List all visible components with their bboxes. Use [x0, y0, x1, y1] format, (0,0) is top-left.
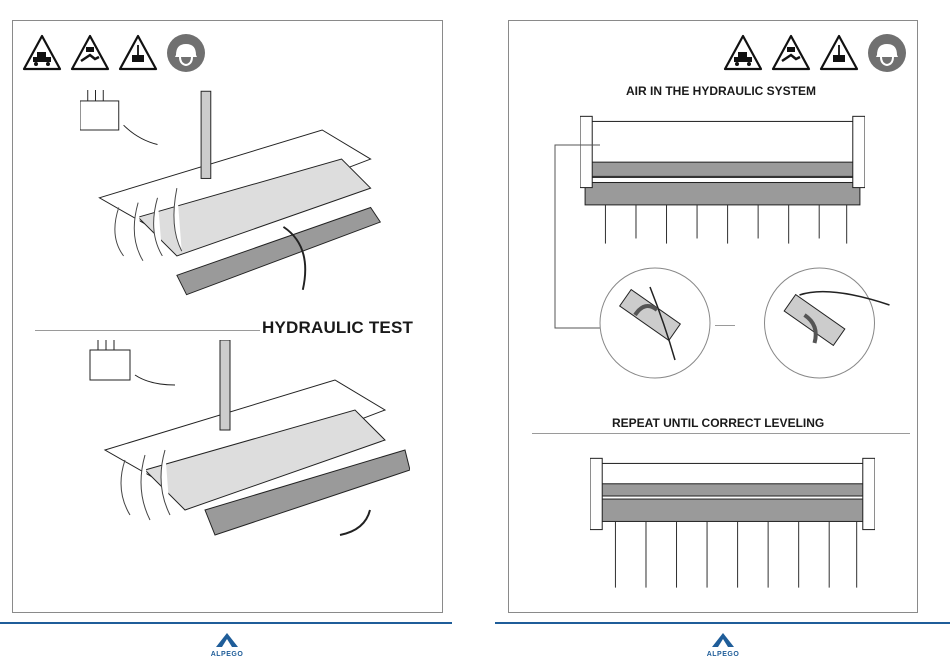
cultivator-front-view-top [580, 110, 865, 255]
footer-rule [0, 622, 452, 624]
safety-icons-right [723, 33, 907, 73]
detail-circle-tighten [737, 265, 902, 380]
alpego-logo-icon [710, 632, 736, 648]
suspended-load-hazard-icon [118, 33, 158, 73]
brand-logo: ALPEGO [207, 632, 247, 658]
cultivator-illustration-lowered [80, 340, 410, 580]
hand-crush-hazard-icon [70, 33, 110, 73]
alpego-logo-icon [214, 632, 240, 648]
safety-icons-left [22, 33, 206, 73]
hand-crush-hazard-icon [771, 33, 811, 73]
detail-connector [715, 325, 735, 326]
cultivator-front-view-bottom [590, 452, 875, 597]
air-in-hydraulic-heading: AIR IN THE HYDRAULIC SYSTEM [626, 84, 816, 98]
safety-helmet-icon [867, 33, 907, 73]
safety-helmet-icon [166, 33, 206, 73]
section-divider [532, 433, 910, 434]
cultivator-illustration-raised [80, 90, 390, 325]
repeat-leveling-heading: REPEAT UNTIL CORRECT LEVELING [612, 416, 824, 430]
section-divider [35, 330, 260, 331]
right-page: AIR IN THE HYDRAULIC SYSTEM [475, 0, 950, 660]
left-page: HYDRAULIC TEST ALPEGO [0, 0, 475, 660]
brand-logo-text: ALPEGO [703, 651, 743, 658]
crush-hazard-icon [22, 33, 62, 73]
brand-logo-text: ALPEGO [207, 651, 247, 658]
detail-circle-loosen [575, 265, 735, 380]
crush-hazard-icon [723, 33, 763, 73]
suspended-load-hazard-icon [819, 33, 859, 73]
brand-logo: ALPEGO [703, 632, 743, 658]
footer-rule [495, 622, 950, 624]
hydraulic-test-heading: HYDRAULIC TEST [262, 318, 413, 338]
